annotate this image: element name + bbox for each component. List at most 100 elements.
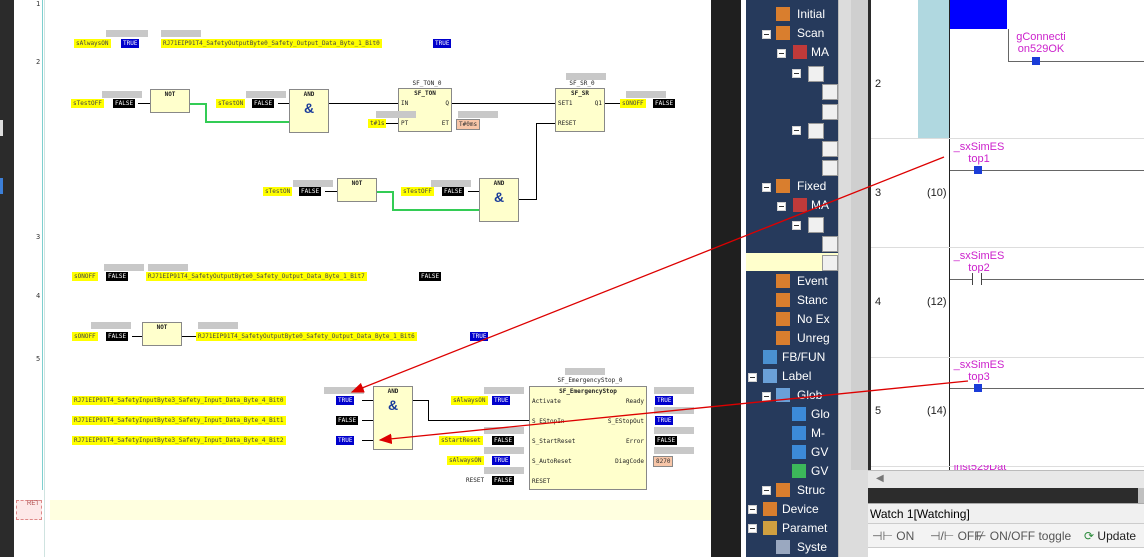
tree-item-glo[interactable]: Glo: [811, 407, 830, 421]
ton-block[interactable]: SF_TON IN Q PT ET: [398, 88, 452, 132]
collapse-icon[interactable]: [792, 69, 801, 78]
variable-label[interactable]: sAlwaysON: [74, 39, 111, 48]
preset-time[interactable]: t#1s: [368, 119, 387, 128]
expand-icon[interactable]: [748, 505, 757, 514]
label-icon: [763, 369, 777, 383]
contact-label-line1: _sxSimES: [953, 141, 1005, 153]
global-icon: [792, 426, 806, 440]
expand-icon[interactable]: [762, 486, 771, 495]
tree-item-ma[interactable]: MA: [811, 45, 829, 59]
collapse-icon[interactable]: [777, 202, 786, 211]
value-placeholder: [458, 111, 498, 118]
on-off-toggle-button[interactable]: ⊬ ON/OFF toggle: [976, 528, 1071, 544]
collapse-icon[interactable]: [762, 183, 771, 192]
collapse-icon[interactable]: [792, 221, 801, 230]
output-variable[interactable]: RJ71EIP91T4_SafetyOutputByte0_Safety_Out…: [161, 39, 382, 48]
strip-marker-blue: [0, 178, 3, 194]
safety-input-bit0[interactable]: RJ71EIP91T4_SafetyInputByte3_Safety_Inpu…: [72, 396, 286, 405]
refresh-icon: ⟳: [1084, 529, 1095, 543]
update-button[interactable]: ⟳ Update: [1084, 528, 1136, 544]
output-variable[interactable]: RJ71EIP91T4_SafetyOutputByte0_Safety_Out…: [146, 272, 367, 281]
tree-item-initial[interactable]: Initial: [797, 7, 826, 21]
ladder-left-rail: [949, 0, 950, 470]
variable-label[interactable]: sONOFF: [72, 332, 98, 341]
variable-label[interactable]: sONOFF: [72, 272, 98, 281]
tree-item-unregistered[interactable]: Unreg: [797, 331, 830, 345]
tree-item-gv-2[interactable]: GV: [811, 464, 829, 478]
scrollbar-track[interactable]: [851, 0, 869, 470]
tree-item-gv[interactable]: GV: [811, 445, 829, 459]
reset-variable[interactable]: RESET: [466, 477, 485, 484]
watch-list-area[interactable]: [868, 547, 1144, 558]
tree-item-no-execution[interactable]: No Ex: [797, 312, 830, 326]
estop-instance-name: SF_EmergencyStop_0: [557, 377, 623, 384]
watch-window-title[interactable]: Watch 1[Watching]: [868, 503, 1144, 524]
output-variable[interactable]: RJ71EIP91T4_SafetyOutputByte0_Safety_Out…: [196, 332, 417, 341]
program-icon: [793, 198, 807, 212]
parameter-icon: [763, 521, 777, 535]
tree-item-device[interactable]: Device: [782, 502, 819, 516]
fbd-editor-canvas[interactable]: 1 2 3 4 5 sAlwaysON TRUE RJ71EIP91T4_Saf…: [14, 0, 711, 557]
collapse-icon[interactable]: [748, 524, 757, 533]
collapse-icon[interactable]: [792, 126, 801, 135]
tree-item-global[interactable]: Glob: [797, 388, 823, 402]
ladder-wire: [950, 388, 1144, 389]
variable-label[interactable]: sTestOFF: [71, 99, 104, 108]
value-placeholder: [246, 91, 286, 98]
scroll-left-icon[interactable]: ◀: [876, 473, 884, 484]
tree-item-event[interactable]: Event: [797, 274, 828, 288]
ladder-horizontal-scrollbar[interactable]: ◀: [868, 470, 1144, 489]
tree-scrollbar[interactable]: [838, 0, 869, 557]
and-block[interactable]: AND&: [479, 178, 519, 222]
tree-item-system[interactable]: Syste: [797, 540, 828, 554]
contact-active-marker: [1032, 57, 1040, 65]
and-symbol: &: [303, 100, 315, 116]
selected-tree-item[interactable]: [746, 253, 838, 271]
ret-marker[interactable]: RET: [16, 500, 42, 520]
tree-item-standby[interactable]: Stanc: [797, 293, 828, 307]
fbd-row-number: 3: [36, 233, 41, 241]
global-label-icon: [776, 388, 790, 402]
off-button[interactable]: ⊣/⊢ OFF: [930, 528, 982, 544]
output-variable[interactable]: sONOFF: [620, 99, 646, 108]
and-block[interactable]: AND&: [289, 89, 329, 133]
not-block[interactable]: NOT: [337, 178, 377, 202]
value-placeholder: [484, 387, 524, 394]
variable-label[interactable]: sTestON: [216, 99, 246, 108]
tree-item-structured[interactable]: Struc: [797, 483, 826, 497]
ton-pin-in: IN: [401, 100, 409, 107]
value-placeholder: [431, 180, 471, 187]
variable-label[interactable]: sTestON: [263, 187, 293, 196]
on-button[interactable]: ⊣⊢ ON: [872, 528, 914, 544]
variable-label[interactable]: sAlwaysON: [447, 456, 484, 465]
collapse-icon[interactable]: [762, 30, 771, 39]
ladder-row-divider: [871, 247, 1144, 248]
collapse-icon[interactable]: [748, 373, 757, 382]
contact-on-icon: ⊣⊢: [872, 529, 893, 543]
collapse-icon[interactable]: [777, 49, 786, 58]
not-block[interactable]: NOT: [142, 322, 182, 346]
estop-pin-ready: Ready: [625, 398, 644, 405]
safety-input-bit2[interactable]: RJ71EIP91T4_SafetyInputByte3_Safety_Inpu…: [72, 436, 286, 445]
tree-item-parameter[interactable]: Paramet: [782, 521, 828, 535]
tree-item-fb-fun[interactable]: FB/FUN: [782, 350, 826, 364]
sr-block[interactable]: SF_SR SET1 Q1 RESET: [555, 88, 605, 132]
safety-input-bit1[interactable]: RJ71EIP91T4_SafetyInputByte3_Safety_Inpu…: [72, 416, 286, 425]
tree-item-fixed[interactable]: Fixed: [797, 179, 827, 193]
wire: [452, 103, 555, 104]
tree-item-label[interactable]: Label: [782, 369, 812, 383]
collapse-icon[interactable]: [762, 392, 771, 401]
program-file-icon: [822, 141, 838, 157]
variable-label[interactable]: sAlwaysON: [451, 396, 488, 405]
not-block[interactable]: NOT: [150, 89, 190, 113]
variable-label[interactable]: sTestOFF: [401, 187, 434, 196]
tree-item-scan[interactable]: Scan: [797, 26, 825, 40]
variable-label[interactable]: sStartReset: [439, 436, 483, 445]
emergency-stop-block[interactable]: SF_EmergencyStop Activate Ready S_EStopI…: [529, 386, 647, 490]
tree-item-m[interactable]: M-: [811, 426, 825, 440]
value-placeholder: [102, 91, 142, 98]
